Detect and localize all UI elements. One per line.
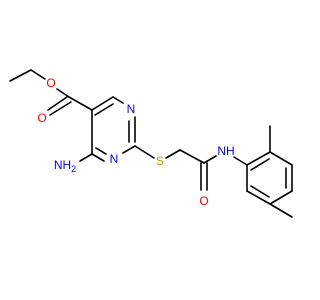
bond-s-ch2 xyxy=(165,149,181,159)
bond-c6-n1 xyxy=(112,96,124,104)
bond-c2-n3 xyxy=(122,145,136,154)
bond-ch2-co xyxy=(179,149,205,164)
bond-ar-c5-c6 xyxy=(246,190,271,205)
bond-ester-o-c xyxy=(56,88,70,98)
atom-sulfur: S xyxy=(156,154,164,168)
bond-ar-c5-c6-inner xyxy=(250,185,270,198)
bond-c5-c6 xyxy=(91,96,114,111)
bond-ethyl-c1-c2 xyxy=(9,69,32,82)
bond-c2-s xyxy=(134,145,155,159)
atom-amide-n: NH xyxy=(217,144,234,158)
atom-ester-o2: O xyxy=(37,111,46,125)
atom-amide-o: O xyxy=(199,194,208,208)
atom-ring-n3: N xyxy=(110,152,119,166)
bond-ethyl-c2-o xyxy=(30,69,46,80)
bond-amide-c-n xyxy=(203,155,217,164)
atom-ester-o1: O xyxy=(46,76,55,90)
bond-n3-c4-inner xyxy=(95,147,107,155)
atom-amine: NH2 xyxy=(54,158,76,174)
bond-ar-c2-c3 xyxy=(269,151,293,166)
bond-ester-c-o-double-a xyxy=(47,96,68,111)
bond-c5-c6-inner xyxy=(94,103,114,116)
amine-subscript: 2 xyxy=(71,164,76,174)
molecule-structure: O O N N NH2 S O NH xyxy=(9,69,293,218)
molecule-diagram: O O N N NH2 S O NH xyxy=(9,69,293,218)
atom-ring-n1: N xyxy=(127,102,136,116)
bond-amide-n-aryl xyxy=(233,156,248,166)
bond-ar-c1-c2 xyxy=(246,151,271,166)
bond-ar-c4-c5 xyxy=(269,190,293,205)
bond-ar-c1-c2-inner xyxy=(250,158,270,171)
bond-c4-nh2 xyxy=(79,153,93,162)
bond-ester-c-o-double-b xyxy=(49,101,72,116)
bond-ester-c-ring xyxy=(68,96,93,111)
amine-symbol: NH xyxy=(54,158,71,172)
bond-n3-c4 xyxy=(91,153,105,162)
bond-methyl-2 xyxy=(269,203,293,218)
